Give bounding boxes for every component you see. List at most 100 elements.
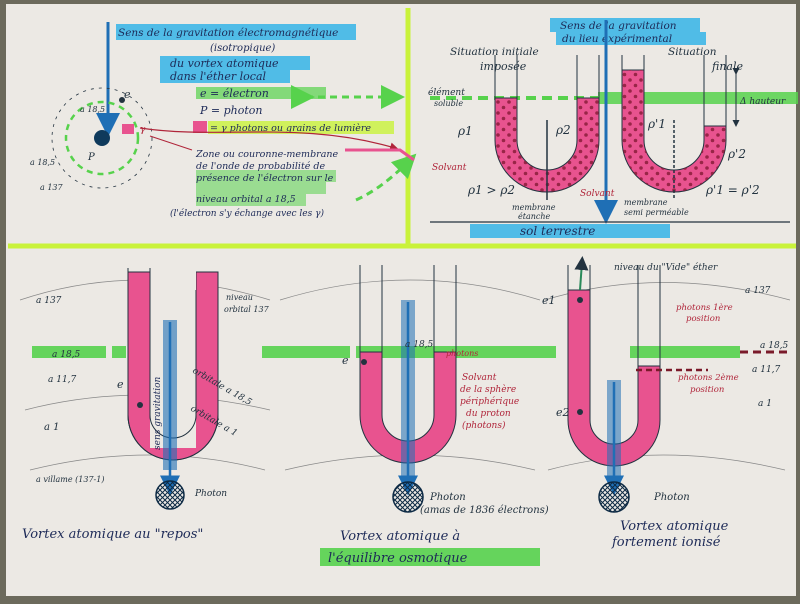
mid-orbit-arc-1 [279, 279, 541, 301]
caption-mid-2: l'équilibre osmotique [328, 551, 468, 566]
label-amas: (amas de 1836 électrons) [420, 505, 549, 516]
label-a137-left: a 137 [36, 296, 62, 306]
label-rho1: ρ1 [457, 124, 473, 138]
tr-level-band [598, 92, 798, 104]
label-photon-left: Photon [194, 489, 227, 499]
zone-line-1: Zone ou couronne-membrane [195, 149, 338, 160]
label-photons-1b: position [686, 314, 720, 324]
vortex-ionise: niveau du "Vide" éther a 137 photons 1èr… [542, 256, 791, 550]
electron-dot [119, 97, 125, 103]
solvant-2: de la sphère [460, 384, 516, 395]
top-left-panel: Sens de la gravitation électromagnétique… [30, 22, 417, 219]
u-tube-initial-dots [495, 98, 599, 192]
label-a-villame: a villame (137-1) [36, 475, 104, 484]
banner-line-1: Sens de la gravitation électromagnétique [118, 27, 338, 39]
label-a1-left: a 1 [44, 422, 60, 433]
label-sens-gravitation: sens gravitation [153, 376, 163, 450]
label-a185-left-b: a 18,5 [52, 350, 81, 360]
label-solvent-left: Solvant [432, 163, 467, 173]
label-rho1p: ρ'1 [647, 117, 666, 131]
label-membrane-semi-1: membrane [624, 198, 668, 207]
vortex-ion-electron-1 [577, 297, 583, 303]
label-rho-ineq: ρ1 > ρ2 [467, 183, 515, 197]
label-p: P [87, 152, 95, 163]
vortex-equilibre: e a 18,5 photons Solvant de la sphère pé… [279, 265, 549, 566]
label-gamma: γ [140, 125, 146, 135]
vortex-ion-escape [574, 256, 589, 291]
vortex-ion-proton [598, 481, 630, 513]
caption-right-2: fortement ionisé [611, 535, 721, 550]
solvant-1: Solvant [462, 373, 497, 383]
ground-highlight [470, 224, 670, 238]
zone-line-2: de l'onde de probabilité de [196, 161, 325, 172]
green-link-arrow-2 [355, 153, 417, 202]
caption-mid-1: Vortex atomique à [340, 529, 460, 544]
band-seg-2 [112, 346, 126, 358]
label-a1-right: a 1 [758, 399, 772, 409]
title-initial-2: imposée [480, 60, 527, 73]
tr-banner-highlight-2 [556, 32, 706, 45]
label-e-left: e [117, 378, 124, 391]
label-photons-2: photons 2ème [678, 372, 739, 383]
zone-highlight-1 [196, 170, 336, 182]
legend-g: = γ photons ou grains de lumière [210, 123, 371, 134]
title-final-2: finale [711, 60, 743, 73]
label-element-soluble-2: soluble [434, 99, 463, 108]
banner-highlight-1 [116, 24, 356, 40]
proton-core [94, 130, 110, 146]
u-tube-final-dots [622, 70, 726, 192]
label-membrane-semi-2: semi perméable [624, 208, 689, 217]
zone-line-3: présence de l'électron sur le [196, 173, 334, 184]
label-e-mid: e [342, 354, 349, 367]
banner-highlight-2 [160, 56, 310, 70]
label-a185-right: a 18,5 [760, 341, 789, 351]
legend-photon-swatch [193, 121, 207, 133]
vortex-repos-electron [137, 402, 143, 408]
label-e1: e1 [542, 294, 556, 307]
orbit-arc-v [29, 454, 266, 471]
label-membrane-etanche-1: membrane [512, 203, 556, 212]
vortex-ion-electron-2 [577, 409, 583, 415]
label-photon-right: Photon [653, 492, 690, 503]
label-solvent-mid: Solvant [580, 189, 615, 199]
sol-label: sol terrestre [520, 224, 595, 238]
orbit-circle [64, 100, 140, 176]
legend-highlight-g [208, 121, 394, 134]
banner-line-4: dans l'éther local [170, 70, 267, 83]
photon-pointer [139, 127, 399, 151]
banner-highlight-3 [160, 70, 290, 83]
pink-link [345, 148, 415, 162]
u-tube-final [621, 55, 727, 200]
legend-p: P = photon [199, 104, 263, 117]
label-niveau-vide: niveau du "Vide" éther [614, 262, 718, 273]
label-niveau-1: niveau [226, 293, 253, 302]
label-185-mid: a 18,5 [405, 340, 434, 350]
solvant-3: périphérique [460, 396, 519, 407]
top-right-panel: Sens de la gravitation du lieu expérimen… [428, 18, 798, 238]
zone-line-5: (l'électron s'y échange avec les γ) [170, 208, 324, 219]
label-rho2: ρ2 [555, 123, 571, 137]
caption-right-1: Vortex atomique [620, 519, 729, 534]
solvant-5: (photons) [462, 420, 506, 431]
label-a137: a 137 [40, 183, 63, 192]
zone-line-4: niveau orbital a 18,5 [196, 194, 296, 205]
vortex-ion-tube [567, 289, 661, 467]
banner-line-2: (isotropique) [210, 43, 275, 54]
label-delta: Δ hauteur [739, 97, 786, 107]
label-photon-mid: Photon [429, 492, 466, 503]
label-photons-mid: photons [446, 349, 478, 358]
tr-banner-line-1: Sens de la gravitation [560, 20, 677, 32]
vortex-repos-proton [155, 480, 185, 510]
label-a185-left: a 18,5 [30, 158, 55, 167]
label-element-soluble-1: élément [428, 87, 465, 98]
solvant-4: du proton [466, 409, 511, 419]
label-photons-2b: position [690, 385, 724, 395]
vortex-eq-tube [359, 351, 457, 464]
outer-orbit [51, 87, 153, 189]
label-rho-eq: ρ'1 = ρ'2 [705, 183, 760, 197]
photon-square [122, 124, 134, 134]
u-tube-initial [494, 55, 600, 200]
label-e2: e2 [556, 406, 570, 419]
